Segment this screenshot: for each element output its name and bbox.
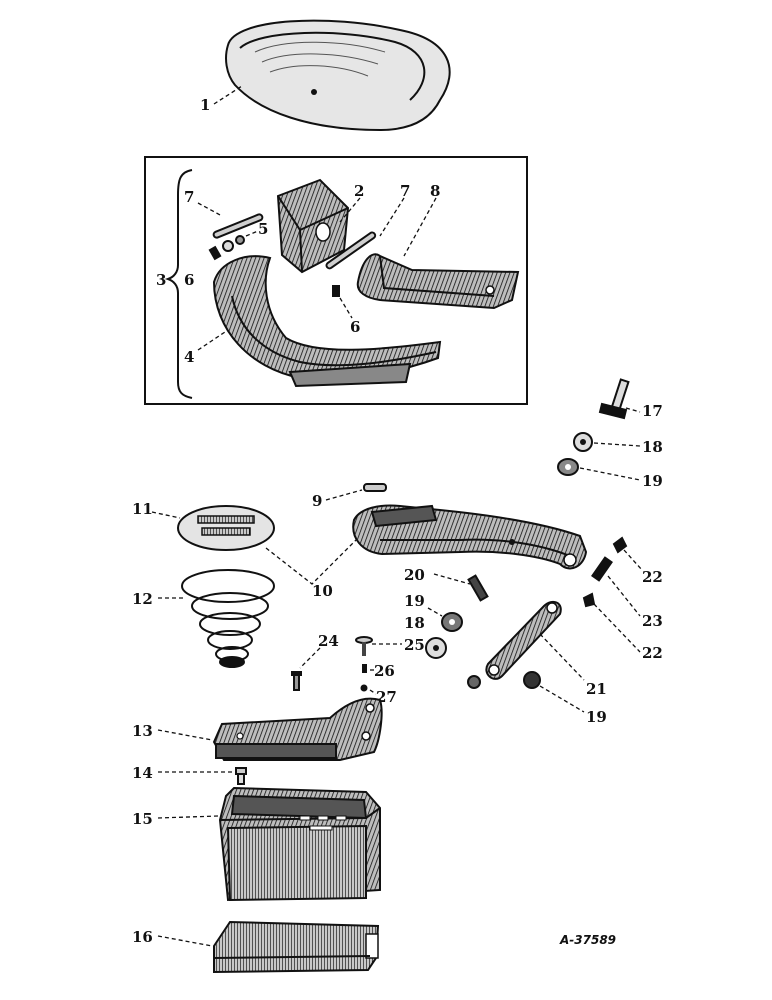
leader-20 [433, 573, 471, 585]
base-plate-16 [213, 920, 380, 974]
bolt-17 [598, 378, 630, 420]
label-part-10: 10 [312, 582, 333, 600]
leader-22a [623, 549, 643, 571]
assembly-frame [144, 156, 528, 405]
label-part-17: 17 [642, 402, 663, 420]
bolt-14 [235, 767, 247, 785]
nut-19-top [557, 458, 579, 476]
leader-5 [245, 230, 259, 237]
label-part-16: 16 [132, 928, 153, 946]
label-part-5: 5 [258, 220, 268, 238]
cotter-22-top [612, 536, 628, 554]
label-part-8: 8 [430, 182, 440, 200]
spring-plate-11 [177, 505, 275, 551]
seat-pan [225, 19, 451, 132]
label-part-18a: 18 [642, 438, 663, 456]
nut-19-middle [441, 612, 463, 632]
leader-19b [427, 607, 443, 617]
leader-21 [539, 633, 585, 681]
label-part-19c: 19 [586, 708, 607, 726]
leader-24 [299, 647, 321, 669]
nut-6-left [208, 245, 222, 261]
label-part-15: 15 [132, 810, 153, 828]
pin-7-left [212, 213, 264, 239]
leader-18a [593, 442, 641, 447]
washer-18-middle [425, 637, 447, 659]
nut-27 [360, 684, 368, 692]
seat-rail-8 [356, 253, 520, 310]
leader-9 [325, 489, 363, 501]
link-21 [485, 600, 562, 680]
bracket-plate-2 [276, 178, 350, 274]
label-part-22b: 22 [642, 644, 663, 662]
pin-23 [591, 556, 613, 582]
cotter-22-bottom [582, 592, 596, 608]
nut-6-right [332, 285, 340, 297]
leader-15 [157, 815, 219, 819]
label-part-22a: 22 [642, 568, 663, 586]
pin-9 [363, 483, 387, 492]
leader-19c [539, 685, 585, 713]
nut-19-bottom [523, 671, 541, 689]
label-part-4: 4 [184, 348, 194, 366]
leader-1 [213, 85, 243, 105]
label-part-18b: 18 [404, 614, 425, 632]
label-part-3: 3 [156, 271, 166, 289]
leader-17 [625, 407, 641, 413]
label-part-24: 24 [318, 632, 339, 650]
group-brace [164, 169, 193, 399]
leader-19a [579, 467, 641, 481]
leader-7b [379, 197, 405, 237]
label-part-19b: 19 [404, 592, 425, 610]
bolt-20 [467, 574, 489, 602]
lockwasher-26 [362, 664, 367, 673]
label-part-7b: 7 [400, 182, 410, 200]
label-part-2: 2 [354, 182, 364, 200]
seat-support-4 [212, 255, 442, 388]
label-part-12: 12 [132, 590, 153, 608]
drawing-reference-number: A-37589 [559, 933, 616, 947]
leader-22b [593, 603, 641, 653]
leader-2 [339, 197, 361, 223]
leader-4 [197, 329, 229, 351]
label-part-21: 21 [586, 680, 607, 698]
leader-7a [197, 202, 223, 217]
label-part-25: 25 [404, 636, 425, 654]
label-part-13: 13 [132, 722, 153, 740]
leader-10 [265, 539, 357, 585]
screw-25 [355, 636, 373, 656]
leader-6b [339, 297, 353, 319]
leader-8 [403, 197, 437, 257]
label-part-1: 1 [200, 96, 210, 114]
washer-5 [222, 235, 245, 252]
washer-18-top [573, 432, 593, 452]
leader-27 [369, 689, 377, 695]
label-part-26: 26 [374, 662, 395, 680]
mounting-bracket-13 [212, 697, 383, 761]
bolt-24 [291, 671, 302, 691]
label-part-19a: 19 [642, 472, 663, 490]
coil-spring-12 [181, 569, 275, 668]
seat-arm-10 [352, 504, 588, 570]
leader-16 [157, 935, 213, 947]
label-part-6b: 6 [350, 318, 360, 336]
leader-23 [607, 575, 641, 617]
label-part-11: 11 [132, 500, 153, 518]
label-part-14: 14 [132, 764, 153, 782]
support-housing-15 [218, 786, 381, 902]
label-part-9: 9 [312, 492, 322, 510]
label-part-6a: 6 [184, 271, 194, 289]
label-part-7a: 7 [184, 188, 194, 206]
label-part-20: 20 [404, 566, 425, 584]
leader-13 [157, 729, 213, 741]
leader-11 [151, 511, 181, 519]
nut-21-end [467, 675, 481, 689]
pin-7-right [325, 231, 377, 270]
label-part-23: 23 [642, 612, 663, 630]
